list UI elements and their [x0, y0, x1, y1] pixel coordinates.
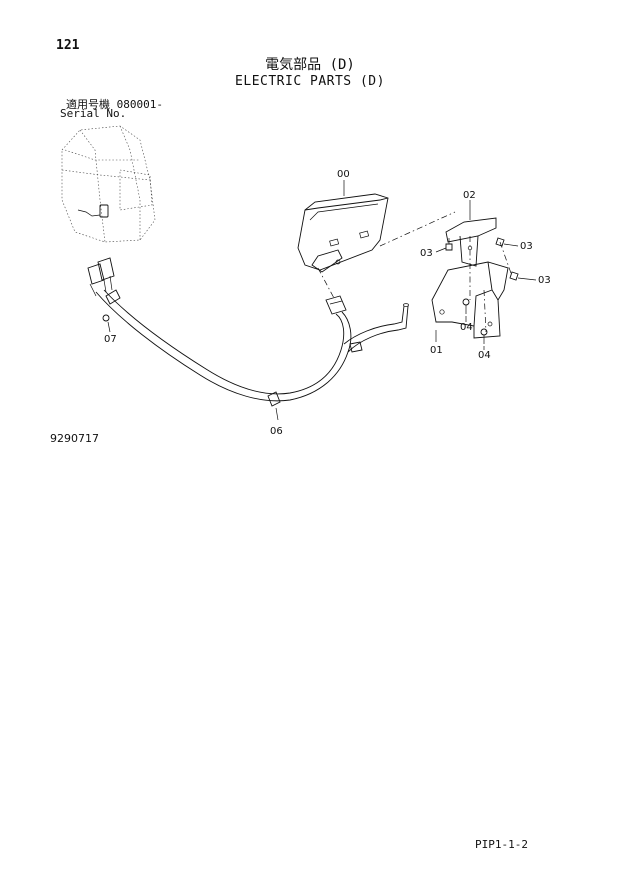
callout-04-left: 04: [460, 322, 473, 333]
callout-02: 02: [463, 190, 476, 201]
callout-06: 06: [270, 426, 283, 437]
page-number: 121: [56, 38, 80, 53]
callout-03-lower-right: 03: [538, 275, 551, 286]
wire-harness: [95, 289, 409, 407]
monitor-connector: [325, 295, 347, 315]
title-japanese: 電気部品 (D): [265, 57, 355, 73]
title-english: ELECTRIC PARTS (D): [235, 74, 385, 89]
serial-label-english: Serial No.: [60, 107, 127, 120]
callout-00: 00: [337, 169, 350, 180]
screw-04-left: [462, 298, 470, 314]
screw-04-right: [480, 328, 488, 344]
footer-page-ref: PIP1-1-2: [475, 838, 528, 851]
machine-cab-outline: [61, 125, 156, 243]
upper-bracket: [445, 217, 497, 267]
harness-end-connectors: [87, 257, 115, 322]
callout-04-right: 04: [478, 350, 491, 361]
callout-03-upper-right: 03: [520, 241, 533, 252]
leader-monitor-connector: [317, 267, 336, 301]
callout-leaders: [107, 180, 537, 421]
callout-03-left: 03: [420, 248, 433, 259]
main-bracket: [431, 261, 509, 339]
serial-label-japanese: 適用号機 080001-: [66, 98, 163, 111]
leader-screw-lower: [483, 289, 487, 333]
callout-07: 07: [104, 334, 117, 345]
leader-monitor-bracket: [379, 211, 456, 247]
monitor-unit: [297, 193, 389, 273]
bolt-03-lower-right: [509, 271, 519, 281]
bolt-03-upper-right: [495, 237, 505, 247]
bolt-03-left: [445, 238, 453, 251]
callout-01: 01: [430, 345, 443, 356]
leader-bolt-right: [499, 241, 513, 277]
drawing-number: 9290717: [50, 432, 99, 445]
